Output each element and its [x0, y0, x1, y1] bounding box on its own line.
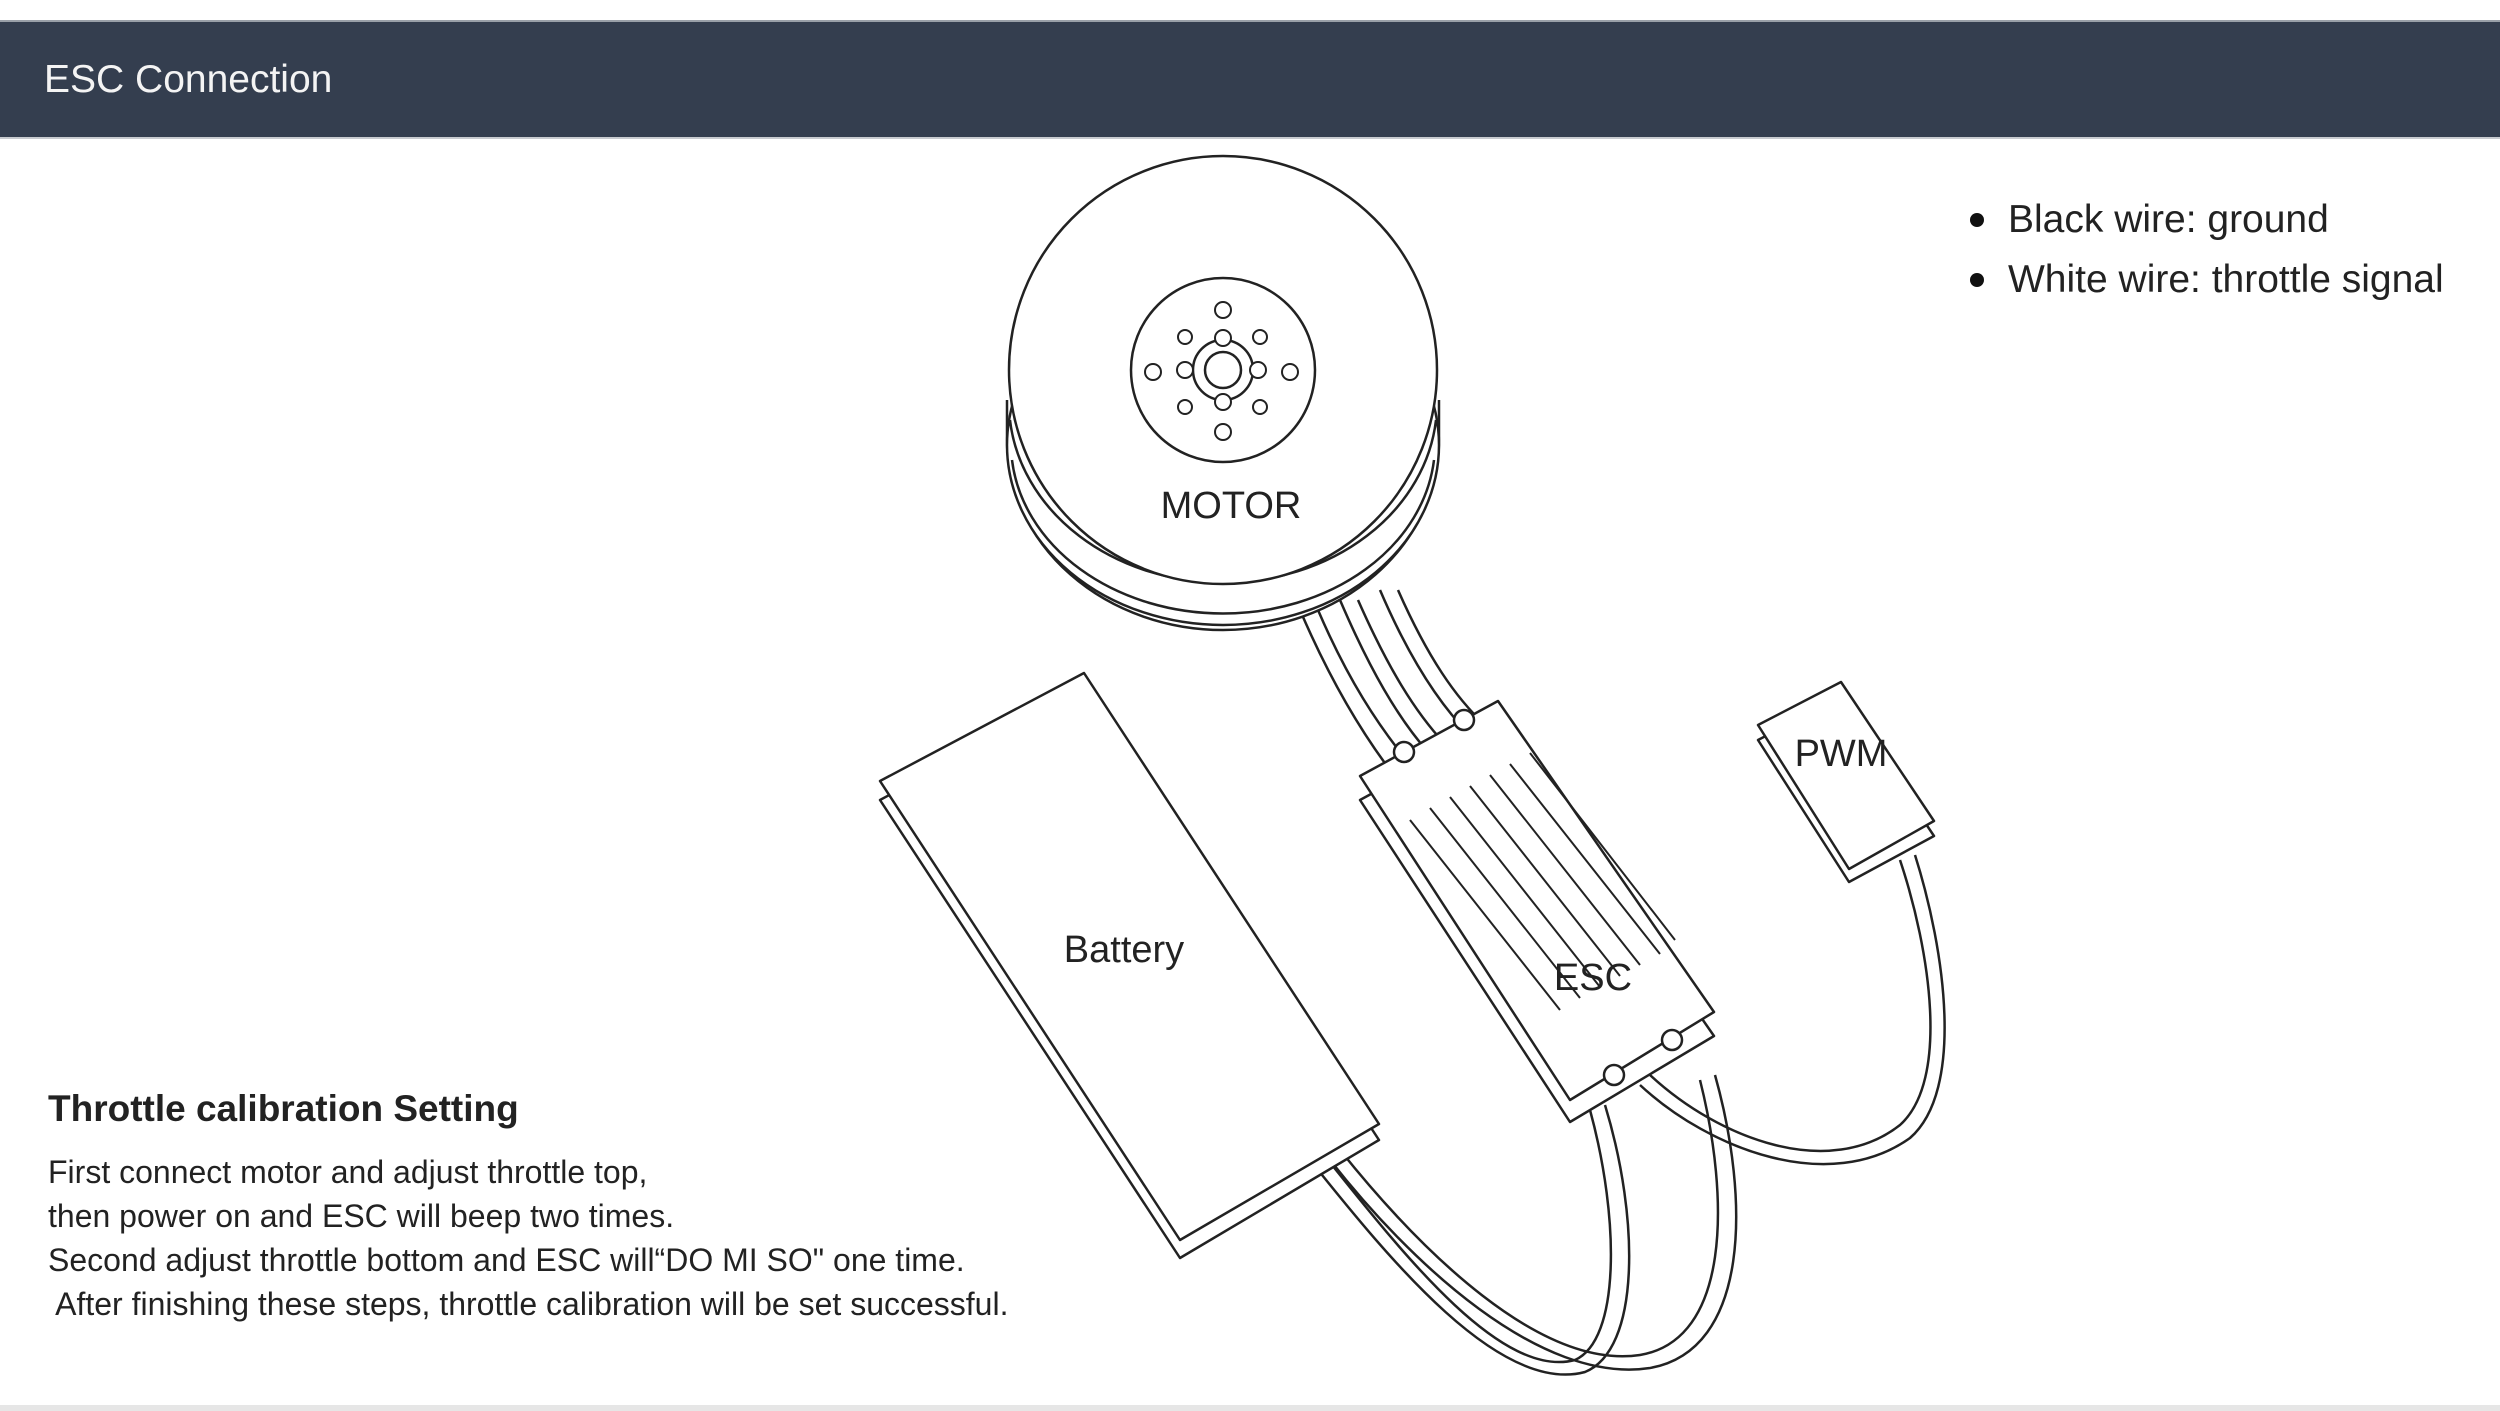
- wire-note-text: White wire: throttle signal: [2008, 258, 2444, 301]
- calibration-heading: Throttle calibration Setting: [48, 1088, 519, 1129]
- wire-notes: Black wire: ground White wire: throttle …: [1970, 190, 2444, 310]
- wire-note-text: Black wire: ground: [2008, 198, 2329, 241]
- bullet-icon: [1970, 213, 1984, 227]
- battery: [878, 671, 1381, 1260]
- motor: [1005, 154, 1441, 632]
- pwm-wire: [1639, 854, 1946, 1166]
- pwm-label: PWM: [1795, 733, 1888, 775]
- wire-note: Black wire: ground: [1970, 190, 2444, 250]
- esc-label: ESC: [1554, 957, 1632, 999]
- battery-wires: [1309, 1074, 1738, 1376]
- pwm-receiver: [1756, 680, 1936, 884]
- calibration-line: After finishing these steps, throttle ca…: [48, 1286, 1009, 1322]
- bullet-icon: [1970, 273, 1984, 287]
- footer-divider: [0, 1405, 2500, 1411]
- calibration-line: then power on and ESC will beep two time…: [48, 1198, 675, 1234]
- page-title: ESC Connection: [44, 58, 333, 101]
- calibration-line: First connect motor and adjust throttle …: [48, 1154, 648, 1190]
- calibration-line: Second adjust throttle bottom and ESC wi…: [48, 1242, 965, 1278]
- battery-label: Battery: [1064, 929, 1184, 971]
- header-bar: ESC Connection: [0, 20, 2500, 139]
- motor-label: MOTOR: [1161, 485, 1302, 527]
- calibration-section: Throttle calibration Setting First conne…: [48, 1088, 1008, 1326]
- esc: [1358, 699, 1716, 1124]
- wire-note: White wire: throttle signal: [1970, 250, 2444, 310]
